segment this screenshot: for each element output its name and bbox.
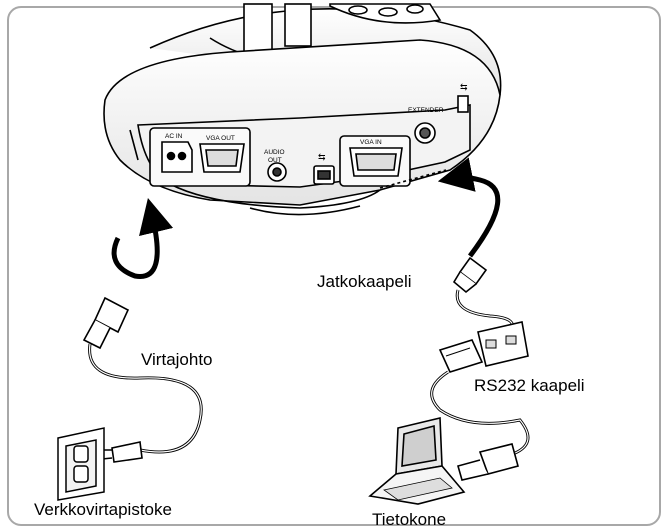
usb-side-icon: ⇆ <box>460 82 468 92</box>
usb-icon: ⇆ <box>318 152 326 162</box>
port-label-extender: EXTENDER <box>408 107 444 114</box>
arrow-to-ac-in <box>111 197 174 279</box>
label-rs232-cable: RS232 kaapeli <box>474 376 585 395</box>
document-camera <box>103 3 502 216</box>
port-label-vga-in: VGA IN <box>360 139 382 146</box>
port-label-ac-in: AC IN <box>165 133 183 140</box>
port-label-audio-line1: AUDIO <box>264 149 285 156</box>
arrow-to-extender <box>437 157 501 258</box>
power-cord <box>82 296 203 463</box>
label-power-cord: Virtajohto <box>141 350 213 369</box>
rs232-cable <box>430 339 530 481</box>
laptop <box>368 416 466 505</box>
label-extension-cable: Jatkokaapeli <box>317 272 412 291</box>
extension-cable <box>452 256 529 367</box>
port-label-vga-out: VGA OUT <box>206 135 235 142</box>
port-label-audio-line2: OUT <box>268 157 282 164</box>
label-computer: Tietokone <box>372 510 447 529</box>
label-wall-outlet: Verkkovirtapistoke <box>34 500 172 519</box>
wall-outlet <box>57 427 105 501</box>
